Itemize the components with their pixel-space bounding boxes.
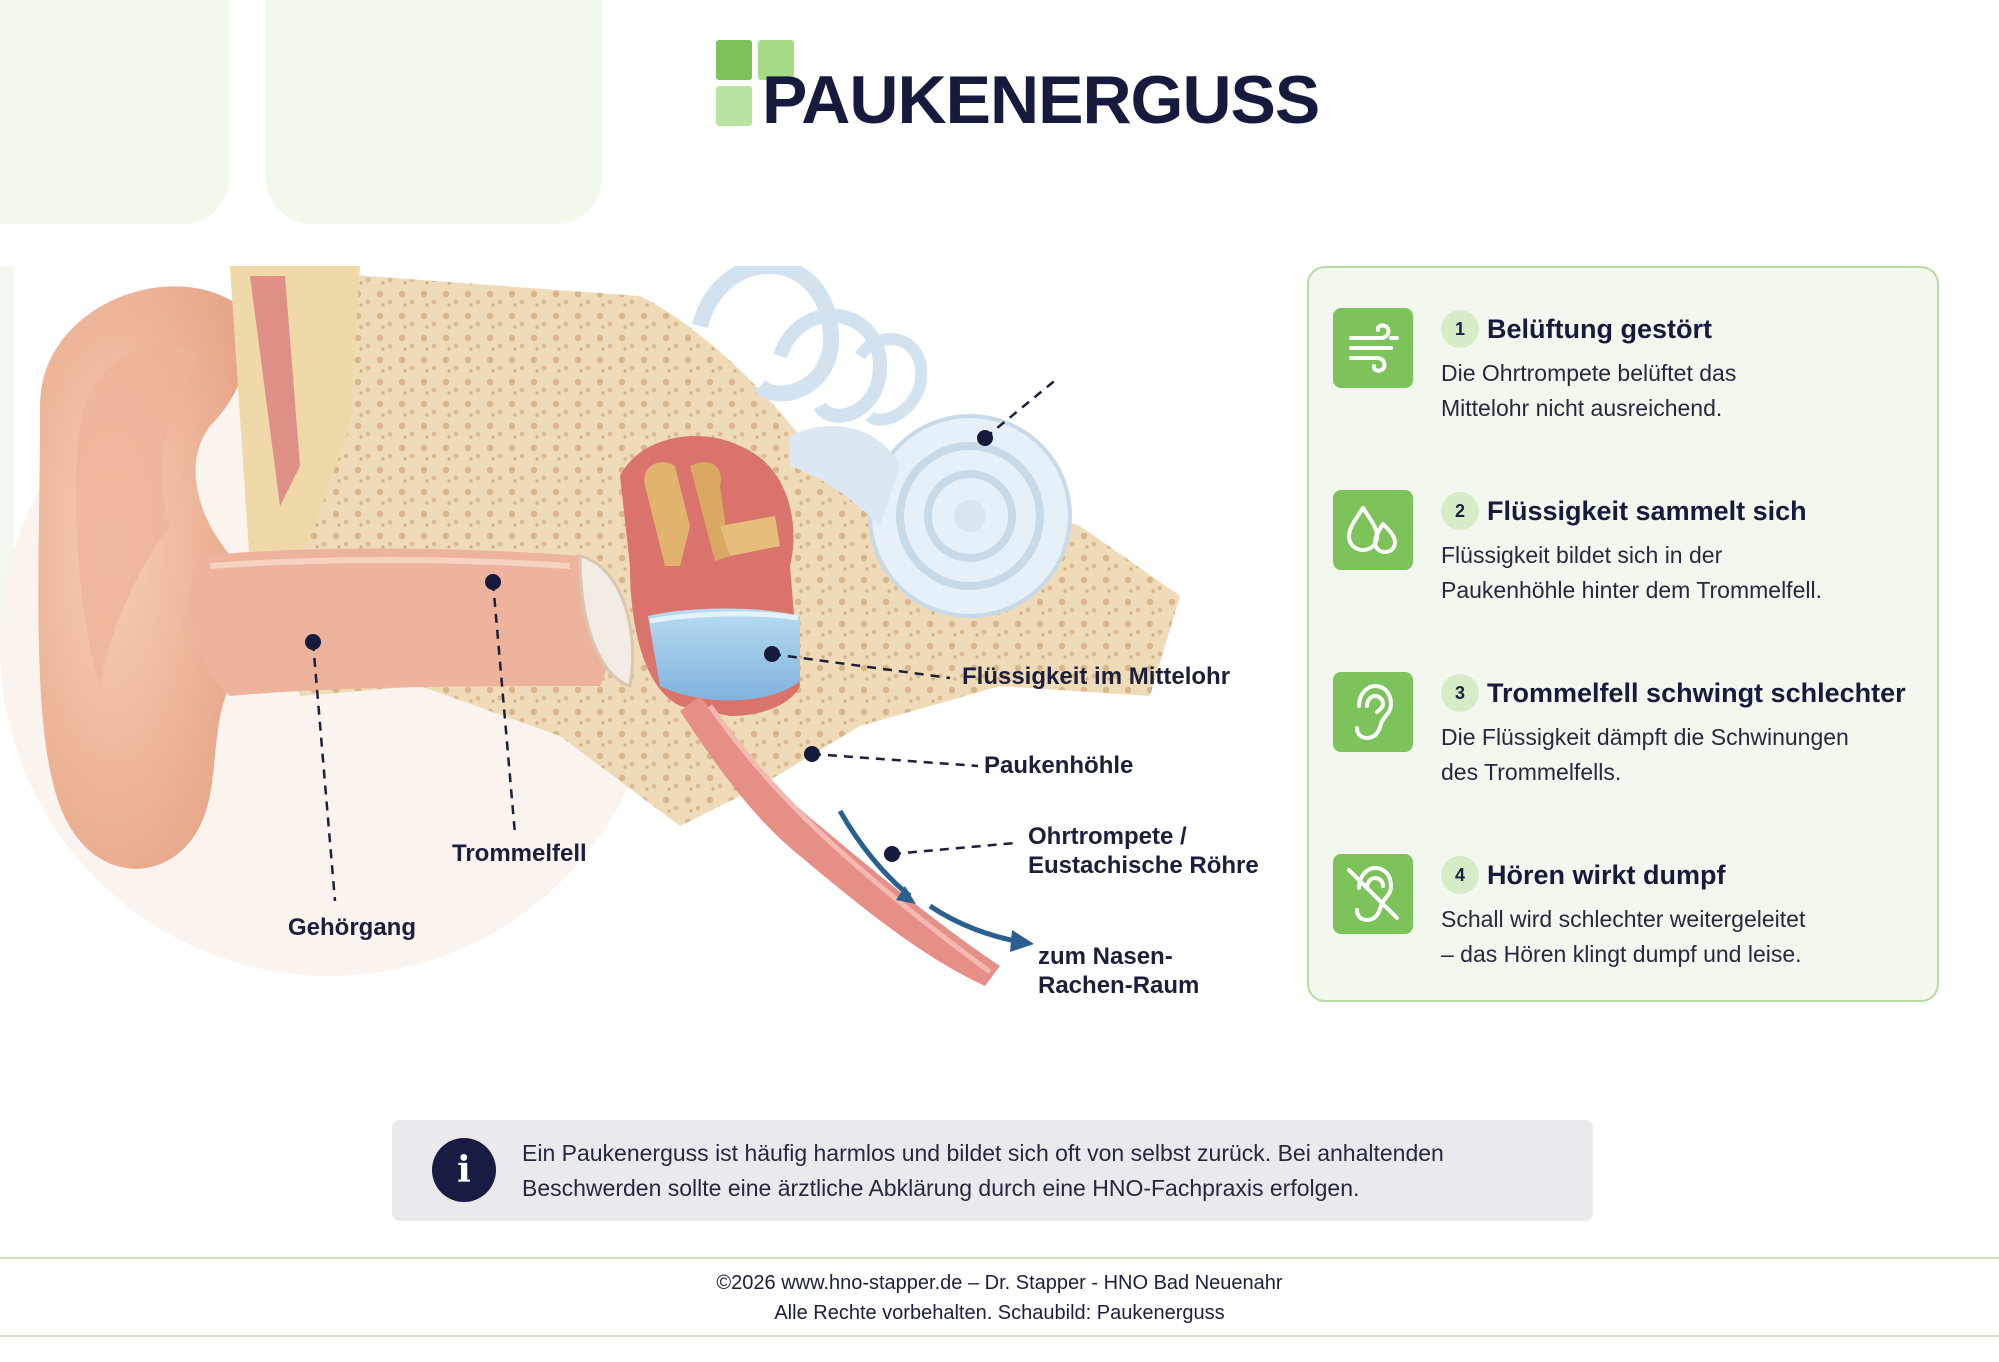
step-description-line-1: Schall wird schlechter weitergeleitet bbox=[1441, 906, 1806, 932]
step-number: 1 bbox=[1441, 310, 1479, 348]
step-description: Die Flüssigkeit dämpft die Schwinungen d… bbox=[1441, 720, 1921, 790]
decor-strip bbox=[0, 266, 14, 631]
footer-copyright: ©2026 www.hno-stapper.de – Dr. Stapper -… bbox=[716, 1272, 1283, 1294]
decor-tile bbox=[0, 0, 229, 224]
ear-cross-section-svg bbox=[0, 266, 1180, 986]
droplets-icon bbox=[1333, 490, 1413, 570]
step-title: Flüssigkeit sammelt sich bbox=[1487, 496, 1807, 526]
label-ohrtrompete-line-2: Eustachische Röhre bbox=[1028, 852, 1259, 879]
step-description-line-1: Die Flüssigkeit dämpft die Schwinungen bbox=[1441, 724, 1849, 750]
page-title: PAUKENERGUSS bbox=[762, 62, 1320, 138]
label-ohrtrompete: Ohrtrompete / Eustachische Röhre bbox=[1028, 822, 1259, 880]
step-4: 4 Hören wirkt dumpf Schall wird schlecht… bbox=[1333, 854, 1923, 1004]
footer-divider-bottom bbox=[0, 1335, 1999, 1337]
step-description-line-2: Mittelohr nicht ausreichend. bbox=[1441, 395, 1723, 421]
info-note-line-2: Beschwerden sollte eine ärztliche Abklär… bbox=[522, 1175, 1360, 1201]
steps-panel: 1 Belüftung gestört Die Ohrtrompete belü… bbox=[1307, 266, 1939, 1002]
step-description-line-1: Die Ohrtrompete belüftet das bbox=[1441, 360, 1737, 386]
step-title: Trommelfell schwingt schlechter bbox=[1487, 678, 1906, 708]
step-2: 2 Flüssigkeit sammelt sich Flüssigkeit b… bbox=[1333, 490, 1923, 640]
ear-off-icon bbox=[1333, 854, 1413, 934]
label-fluessigkeit: Flüssigkeit im Mittelohr bbox=[962, 663, 1231, 690]
step-number: 4 bbox=[1441, 856, 1479, 894]
step-1: 1 Belüftung gestört Die Ohrtrompete belü… bbox=[1333, 308, 1923, 458]
step-description: Flüssigkeit bildet sich in der Paukenhöh… bbox=[1441, 538, 1921, 608]
label-trommelfell: Trommelfell bbox=[452, 840, 587, 867]
label-ohrtrompete-line-1: Ohrtrompete / bbox=[1028, 823, 1187, 850]
step-number: 2 bbox=[1441, 492, 1479, 530]
footer-rights: Alle Rechte vorbehalten. Schaubild: Pauk… bbox=[774, 1302, 1225, 1324]
wind-icon bbox=[1333, 308, 1413, 388]
step-description-line-2: Paukenhöhle hinter dem Trommelfell. bbox=[1441, 577, 1822, 603]
footer-divider-top bbox=[0, 1257, 1999, 1259]
ear-icon bbox=[1333, 672, 1413, 752]
step-description: Die Ohrtrompete belüftet das Mittelohr n… bbox=[1441, 356, 1921, 426]
info-note-line-1: Ein Paukenerguss ist häufig harmlos und … bbox=[522, 1140, 1444, 1166]
step-description-line-2: des Trommelfells. bbox=[1441, 759, 1622, 785]
info-note: i Ein Paukenerguss ist häufig harmlos un… bbox=[392, 1120, 1593, 1221]
step-title: Belüftung gestört bbox=[1487, 314, 1712, 344]
step-description: Schall wird schlechter weitergeleitet – … bbox=[1441, 902, 1921, 972]
logo-squares-icon bbox=[716, 40, 800, 130]
decor-tile bbox=[266, 0, 602, 224]
label-paukenhoehle: Paukenhöhle bbox=[984, 752, 1134, 779]
label-gehoergang: Gehörgang bbox=[288, 914, 417, 941]
label-nasen-rachen: zum Nasen- Rachen-Raum bbox=[1038, 942, 1199, 1000]
step-description-line-2: – das Hören klingt dumpf und leise. bbox=[1441, 941, 1802, 967]
step-number: 3 bbox=[1441, 674, 1479, 712]
step-3: 3 Trommelfell schwingt schlechter Die Fl… bbox=[1333, 672, 1923, 822]
label-nasen-line-2: Rachen-Raum bbox=[1038, 972, 1200, 999]
ear-anatomy-illustration bbox=[0, 266, 1300, 1026]
info-icon: i bbox=[432, 1138, 496, 1202]
step-title: Hören wirkt dumpf bbox=[1487, 860, 1726, 890]
footer: ©2026 www.hno-stapper.de – Dr. Stapper -… bbox=[0, 1268, 1999, 1328]
info-note-text: Ein Paukenerguss ist häufig harmlos und … bbox=[522, 1136, 1572, 1206]
step-description-line-1: Flüssigkeit bildet sich in der bbox=[1441, 542, 1723, 568]
label-nasen-line-1: zum Nasen- bbox=[1038, 943, 1173, 970]
